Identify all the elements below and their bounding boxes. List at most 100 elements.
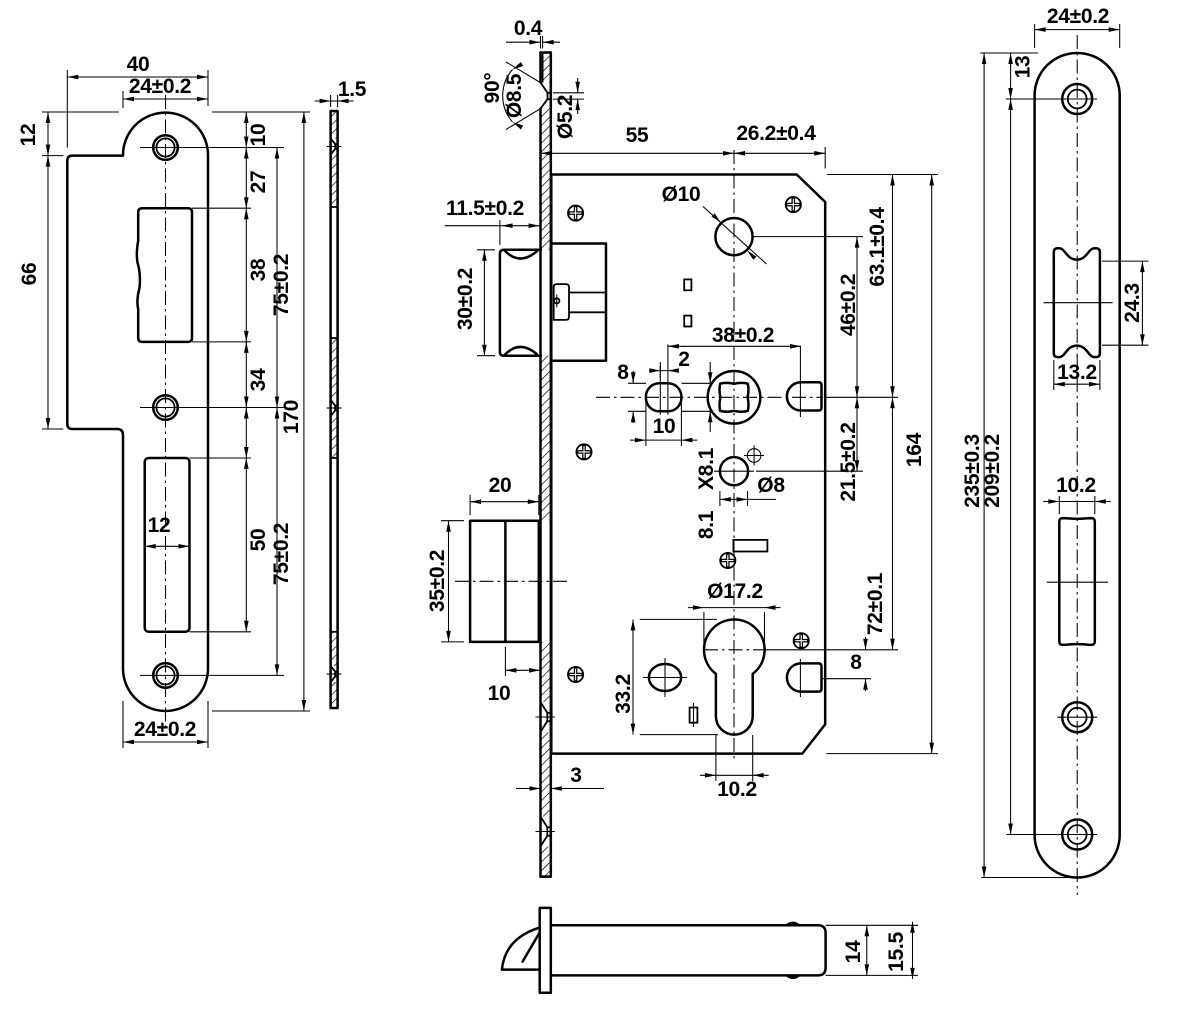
- dim-10b-arrow: [529, 668, 540, 673]
- dim-102r-arrow-right: [1094, 499, 1106, 504]
- strike-plate-outline: [66, 111, 210, 713]
- dim-14-arrow-top: [864, 925, 870, 937]
- dim-label-235: 235±0.3: [961, 434, 984, 508]
- dim-332-arrow-top: [630, 619, 636, 631]
- hatch-fill: [540, 108, 551, 250]
- dim-label-04: 0.4: [514, 17, 543, 40]
- follower-square: [718, 381, 750, 413]
- dim-label-35: 35±0.2: [426, 550, 449, 612]
- dim-102r-arrow-left: [1048, 499, 1060, 504]
- dim-label-172: Ø17.2: [707, 580, 763, 603]
- dim-12-left-arrow-top: [45, 112, 51, 123]
- chain-tick: [244, 136, 249, 148]
- latchview-body: [549, 924, 827, 977]
- d-hole-2: [785, 662, 823, 693]
- dim-label-o10: Ø10: [662, 183, 701, 206]
- chain-tick: [244, 208, 249, 220]
- dim-35-arrow-top: [446, 520, 451, 532]
- dim-12-cutout-arrow-left: [144, 544, 156, 549]
- chain-tick: [244, 396, 249, 408]
- dim-label-90: 90°: [481, 73, 504, 104]
- dim-label-3: 3: [570, 764, 581, 787]
- screw-circle: [784, 196, 802, 214]
- phillips-screw-icon-1: [567, 204, 585, 222]
- dim-label-170: 170: [280, 400, 303, 434]
- latch-bevel-bottom: [502, 345, 539, 357]
- dim-label-40: 40: [127, 53, 150, 76]
- small-square-hole-1: [683, 278, 693, 292]
- dim-label-24-top: 24±0.2: [129, 75, 191, 98]
- dim-10-oval-arrow-left: [634, 437, 646, 443]
- hatch-fill: [330, 111, 338, 139]
- dim-164-arrow-bottom: [929, 742, 934, 754]
- dim-243-arrow-top: [1140, 261, 1145, 273]
- cs-leader: [505, 61, 543, 84]
- dim-label-102r: 10.2: [1056, 474, 1096, 497]
- dim-66-left-arrow-bottom: [45, 418, 51, 429]
- dim-label-85: Ø8.5: [503, 73, 526, 118]
- screw-circle: [567, 666, 585, 684]
- dim-8-arrow: [630, 372, 636, 384]
- dim-12-left-arrow-bottom: [45, 144, 51, 156]
- dim-72-arrow-bottom: [890, 638, 895, 650]
- dim-102c-arrow-right: [752, 773, 764, 778]
- dim-209-arrow-top: [1008, 99, 1013, 110]
- dim-631-arrow-bottom: [890, 386, 895, 398]
- dim-40-arrow-left: [67, 74, 79, 80]
- dim-label-55: 55: [626, 124, 649, 147]
- latchview-head-bevel: [521, 932, 541, 963]
- dim-172-arrow-left: [692, 605, 704, 610]
- dim-label-1p5: 1.5: [338, 78, 367, 101]
- dim-3-arrow: [529, 786, 541, 791]
- screw-slit: [569, 207, 582, 219]
- dim-10b-arrow: [505, 668, 517, 673]
- hatch-fill: [540, 732, 551, 817]
- dim-52-arrow: [575, 81, 580, 93]
- cs-arc-arrow: [512, 62, 524, 70]
- dim-40-arrow-right: [197, 74, 208, 80]
- latch-bevel-top: [502, 248, 539, 260]
- hatch-fill: [540, 641, 551, 703]
- screw-circle: [719, 552, 737, 570]
- dim-label-o8: Ø8: [757, 474, 785, 497]
- dim-52-arrow: [575, 99, 580, 111]
- dim-label-155: 15.5: [885, 932, 908, 972]
- dim-label-332: 33.2: [612, 674, 635, 714]
- dim-1p5-arrow-left: [319, 98, 331, 104]
- chain-tick: [244, 147, 249, 159]
- dim-14-arrow-bottom: [864, 964, 870, 976]
- sq-arrow: [707, 372, 713, 384]
- screw-slit: [722, 554, 734, 567]
- dim-label-24-bottom: 24±0.2: [134, 718, 196, 741]
- hatch-fill: [330, 154, 338, 207]
- dim-label-46: 46±0.2: [837, 274, 860, 336]
- dim-label-243: 24.3: [1121, 283, 1144, 323]
- dim-label-72: 72±0.1: [864, 572, 887, 635]
- dim-label-50: 50: [247, 529, 270, 552]
- dim-label-38: 38±0.2: [712, 324, 774, 347]
- dim-8-arrow: [630, 411, 636, 423]
- dim-332-arrow-bottom: [630, 723, 636, 735]
- d-hole-1: [785, 381, 823, 412]
- screw-circle: [792, 632, 810, 650]
- dim-55-arrow: [540, 151, 552, 156]
- dim-38-arrow-left: [667, 344, 679, 349]
- dim-235-arrow-bottom: [981, 866, 987, 878]
- hatch-fill: [330, 416, 338, 458]
- dim-2-arrow: [667, 368, 679, 373]
- faceplate-front-outline: [1033, 51, 1121, 879]
- dim-label-12-cutout: 12: [148, 514, 171, 537]
- dim-label-24r: 24±0.2: [1047, 5, 1109, 28]
- fp-latch-window: [1052, 247, 1102, 359]
- phillips-screw-icon-3: [575, 443, 593, 461]
- dim-132-arrow-left: [1053, 381, 1065, 387]
- dim-75-bottom-arrow-bottom: [274, 664, 280, 676]
- dim-24-top-arrow-right: [197, 96, 208, 102]
- dim-label-209: 209±0.2: [981, 434, 1004, 508]
- dim-label-2: 2: [678, 348, 689, 371]
- latchview-bump-top: [785, 921, 801, 927]
- dim-1p5-arrow-right: [337, 98, 349, 104]
- phillips-screw-icon-6: [567, 666, 585, 684]
- dim-155-arrow-top: [910, 921, 915, 933]
- chain-tick: [244, 197, 249, 209]
